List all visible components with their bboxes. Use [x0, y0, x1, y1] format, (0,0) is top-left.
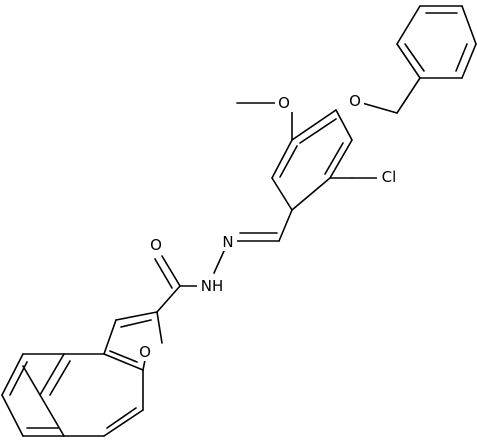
- bond: [291, 177, 331, 211]
- bond-n-n: [213, 250, 225, 274]
- bond: [461, 5, 477, 45]
- bond: [156, 311, 163, 344]
- bond: [142, 359, 146, 371]
- bond: [103, 319, 117, 355]
- inner-double-bond: [279, 145, 298, 178]
- central-benzene-ring: [271, 109, 353, 211]
- naphthalene-rings: [1, 353, 144, 437]
- label-background: [377, 168, 401, 187]
- inner-double-bond: [299, 118, 337, 144]
- label-background: [147, 236, 165, 254]
- inner-double-bond: [455, 43, 468, 72]
- carbonyl-oxygen-label: O: [150, 236, 162, 254]
- label-background: [346, 92, 364, 110]
- ether-oxygen-label: O: [349, 92, 361, 110]
- bond: [1, 394, 24, 437]
- bond: [103, 409, 144, 437]
- bond: [1, 353, 24, 396]
- inner-double-bond: [109, 350, 138, 363]
- bond: [39, 394, 65, 437]
- bond: [335, 109, 353, 141]
- atom-labels: O O Cl N NH O O: [136, 92, 401, 361]
- bond-c-o: [161, 255, 181, 287]
- bond: [329, 139, 353, 179]
- label-background: [136, 343, 154, 361]
- bond: [271, 177, 293, 211]
- furan-oxygen-label: O: [139, 343, 151, 361]
- label-background: [197, 277, 227, 295]
- inner-double-bond: [404, 43, 425, 72]
- bond: [103, 353, 144, 371]
- inner-double-bond: [49, 360, 71, 396]
- methoxy-oxygen-label: O: [278, 94, 290, 112]
- label-background: [275, 94, 293, 112]
- chlorine-label: Cl: [382, 168, 397, 186]
- bond: [291, 109, 337, 141]
- inner-double-bond: [106, 407, 137, 429]
- inner-double-bond: [120, 319, 152, 328]
- double-bond-c-o: [154, 258, 173, 289]
- inner-double-bond: [9, 361, 28, 396]
- benzyl-phenyl-ring: [396, 5, 477, 79]
- bond: [271, 139, 293, 179]
- label-background: [220, 233, 237, 251]
- hydrazide-nitrogen-label: NH: [201, 277, 224, 295]
- bond: [396, 5, 421, 45]
- bond-c-furan: [156, 285, 181, 313]
- bond: [461, 43, 477, 79]
- bond: [115, 311, 158, 321]
- bond: [22, 365, 41, 396]
- bond: [39, 353, 65, 396]
- bond: [396, 43, 421, 79]
- bond-ring-ch: [278, 209, 293, 242]
- inner-double-bond: [324, 142, 344, 175]
- imine-nitrogen-label: N: [222, 233, 233, 251]
- furan-ring: [103, 311, 163, 371]
- bond-ch2: [396, 77, 421, 114]
